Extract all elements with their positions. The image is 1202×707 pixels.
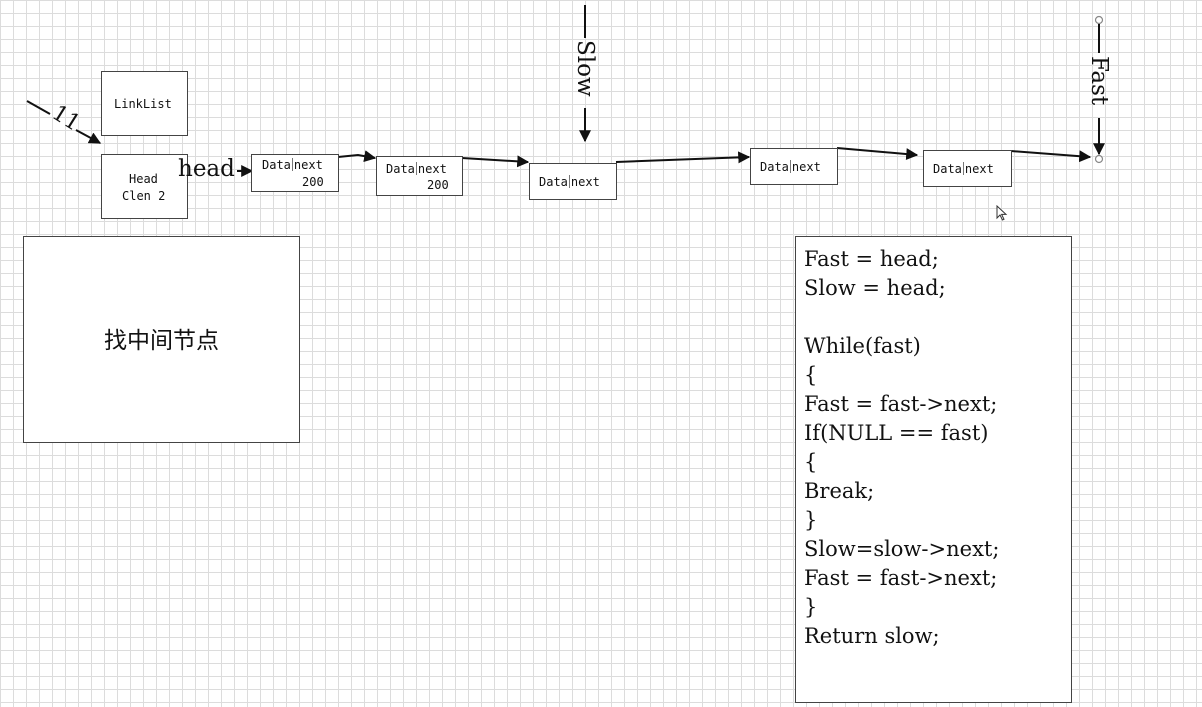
- link-3-4: [615, 151, 751, 164]
- node-divider: [568, 175, 570, 188]
- node-divider: [962, 162, 964, 175]
- head-label: head: [178, 156, 235, 182]
- code-line: Fast = fast->next;: [804, 392, 998, 416]
- code-line: }: [804, 508, 818, 532]
- code-line: [804, 303, 999, 332]
- node-data-label: Data: [262, 158, 291, 172]
- node-data-label: Data: [539, 175, 568, 189]
- code-line: }: [804, 595, 818, 619]
- code-line: Return slow;: [804, 624, 940, 648]
- fast-start-handle: [1094, 15, 1104, 25]
- code-line: Fast = fast->next;: [804, 566, 998, 590]
- code-line: {: [804, 363, 818, 387]
- code-line: Fast = head;: [804, 247, 939, 271]
- node-next-label: next: [417, 162, 447, 176]
- link-2-3: [461, 155, 530, 168]
- node-divider: [291, 158, 293, 171]
- linklist-head-label: Head: [129, 172, 158, 186]
- fast-end-handle: [1094, 154, 1104, 164]
- node-next-label: next: [964, 162, 994, 176]
- node-next-label: next: [570, 175, 600, 189]
- node-divider: [415, 162, 417, 175]
- link-4-5: [836, 147, 919, 161]
- code-line: {: [804, 450, 818, 474]
- note-box[interactable]: 找中间节点: [23, 236, 300, 443]
- code-box[interactable]: Fast = head; Slow = head; While(fast) { …: [795, 236, 1072, 703]
- link-5-end: [1010, 150, 1092, 163]
- node-next-value: 200: [302, 175, 324, 189]
- code-listing: Fast = head; Slow = head; While(fast) { …: [804, 245, 999, 651]
- code-line: Slow=slow->next;: [804, 537, 1000, 561]
- link-1-2: [337, 150, 377, 163]
- slow-label: Slow: [572, 40, 598, 97]
- pointer-11-line-a: [26, 100, 51, 115]
- code-line: While(fast): [804, 334, 921, 358]
- fast-label: Fast: [1086, 56, 1112, 106]
- node-data-label: Data: [933, 162, 962, 176]
- node-divider: [789, 160, 791, 173]
- linklist-clen-label: Clen 2: [122, 189, 166, 203]
- linklist-title: LinkList: [114, 97, 172, 111]
- note-text: 找中间节点: [104, 328, 219, 354]
- code-line: Break;: [804, 479, 875, 503]
- node-data-label: Data: [386, 162, 415, 176]
- linklist-body-box[interactable]: Head Clen 2: [101, 154, 188, 219]
- node-next-label: next: [791, 160, 821, 174]
- node-data-label: Data: [760, 160, 789, 174]
- pointer-11-line-b: [75, 129, 102, 144]
- node-next-value: 200: [427, 178, 449, 192]
- node-next-label: next: [293, 158, 323, 172]
- code-line: If(NULL == fast): [804, 421, 989, 445]
- code-line: Slow = head;: [804, 276, 946, 300]
- linklist-title-box[interactable]: LinkList: [101, 71, 188, 136]
- mouse-cursor-icon: [996, 205, 1008, 221]
